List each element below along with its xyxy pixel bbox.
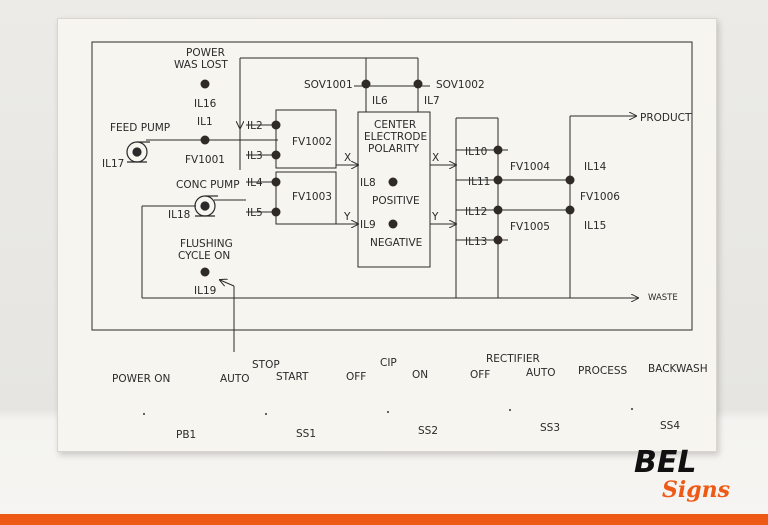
label-center: CENTER <box>374 119 416 131</box>
indicator-lamp-il10 <box>493 145 503 155</box>
label-sov1002: SOV1002 <box>436 79 485 91</box>
ss3-dot <box>509 409 511 411</box>
label-backwash: BACKWASH <box>648 363 708 375</box>
indicator-lamp-il6 <box>361 79 371 89</box>
label-polarity: POLARITY <box>368 143 420 155</box>
label-feed-pump: FEED PUMP <box>110 122 170 134</box>
label-stop: STOP <box>252 359 280 371</box>
indicator-lamp-il14 <box>565 175 575 185</box>
label-rectifier: RECTIFIER <box>486 353 540 365</box>
label-negative: NEGATIVE <box>370 237 422 249</box>
label-fv1004: FV1004 <box>510 161 550 173</box>
label-il3: IL3 <box>247 150 263 162</box>
label-il19: IL19 <box>194 285 216 297</box>
label-il7: IL7 <box>424 95 440 107</box>
brand-strip <box>0 514 768 525</box>
ss2-dot <box>387 411 389 413</box>
schematic-border <box>91 41 693 331</box>
label-il11: IL11 <box>468 176 490 188</box>
indicator-lamp-il11 <box>493 175 503 185</box>
label-fv1005: FV1005 <box>510 221 550 233</box>
label-positive: POSITIVE <box>372 195 420 207</box>
label-il16: IL16 <box>194 98 217 110</box>
ss4-dot <box>631 408 633 410</box>
label-x-out: X <box>432 152 439 164</box>
indicator-lamp-il15 <box>565 205 575 215</box>
label-process: PROCESS <box>578 365 628 377</box>
label-fv1006: FV1006 <box>580 191 620 203</box>
label-il14: IL14 <box>584 161 607 173</box>
label-cycle-on: CYCLE ON <box>178 250 230 262</box>
label-il8: IL8 <box>360 177 376 189</box>
engraved-sign-panel <box>57 18 717 452</box>
label-conc-pump: CONC PUMP <box>176 179 240 191</box>
indicator-lamp-il1 <box>200 135 210 145</box>
label-product: PRODUCT <box>640 112 692 124</box>
label-ss4: SS4 <box>660 420 680 432</box>
label-il13: IL13 <box>465 236 487 248</box>
label-pb1: PB1 <box>176 429 196 441</box>
label-il12: IL12 <box>465 206 487 218</box>
label-fv1001: FV1001 <box>185 154 225 166</box>
label-y-in: Y <box>343 211 351 223</box>
label-il1: IL1 <box>197 116 213 128</box>
indicator-lamp-il7 <box>413 79 423 89</box>
label-il4: IL4 <box>247 177 263 189</box>
indicator-lamp-il16 <box>200 79 210 89</box>
label-il15: IL15 <box>584 220 606 232</box>
label-il2: IL2 <box>247 120 263 132</box>
indicator-lamp-il19 <box>200 267 210 277</box>
indicator-lamps <box>200 79 575 277</box>
indicator-lamp-il5 <box>271 207 281 217</box>
indicator-lamp-il3 <box>271 150 281 160</box>
label-y-out: Y <box>431 211 439 223</box>
label-sov1001: SOV1001 <box>304 79 353 91</box>
label-fv1003: FV1003 <box>292 191 332 203</box>
label-flushing: FLUSHING <box>180 238 233 250</box>
pb1-dot <box>143 413 145 415</box>
control-pilot-dots <box>143 408 633 415</box>
label-fv1002: FV1002 <box>292 136 332 148</box>
label-ss1: SS1 <box>296 428 316 440</box>
indicator-lamp-il12 <box>493 205 503 215</box>
conc-pump-icon <box>194 195 218 217</box>
logo-wordmark-signs: Signs <box>662 477 730 502</box>
label-x-in: X <box>344 152 351 164</box>
ss1-dot <box>265 413 267 415</box>
indicator-lamp-il4 <box>271 177 281 187</box>
label-power-on: POWER ON <box>112 373 170 385</box>
label-il6: IL6 <box>372 95 388 107</box>
label-ss2: SS2 <box>418 425 438 437</box>
label-power: POWER <box>186 47 225 59</box>
label-electrode: ELECTRODE <box>364 131 427 143</box>
label-il18: IL18 <box>168 209 190 221</box>
label-was-lost: WAS LOST <box>174 59 228 71</box>
indicator-lamp-il9 <box>388 219 398 229</box>
label-waste: WASTE <box>648 293 678 303</box>
label-auto-1: AUTO <box>220 373 250 385</box>
indicator-lamp-il8 <box>388 177 398 187</box>
label-il9: IL9 <box>360 219 376 231</box>
logo-wordmark-bel: BEL <box>634 445 696 480</box>
label-il17: IL17 <box>102 158 124 170</box>
label-on: ON <box>412 369 428 381</box>
label-il10: IL10 <box>465 146 487 158</box>
feed-pump-icon <box>126 141 150 163</box>
label-auto-2: AUTO <box>526 367 556 379</box>
label-ss3: SS3 <box>540 422 560 434</box>
indicator-lamp-il13 <box>493 235 503 245</box>
label-il5: IL5 <box>247 207 263 219</box>
label-off-2: OFF <box>470 369 490 381</box>
label-cip: CIP <box>380 357 397 369</box>
label-off-1: OFF <box>346 371 366 383</box>
bel-signs-logo: BEL Signs <box>634 445 730 502</box>
indicator-lamp-il2 <box>271 120 281 130</box>
label-start: START <box>276 371 309 383</box>
